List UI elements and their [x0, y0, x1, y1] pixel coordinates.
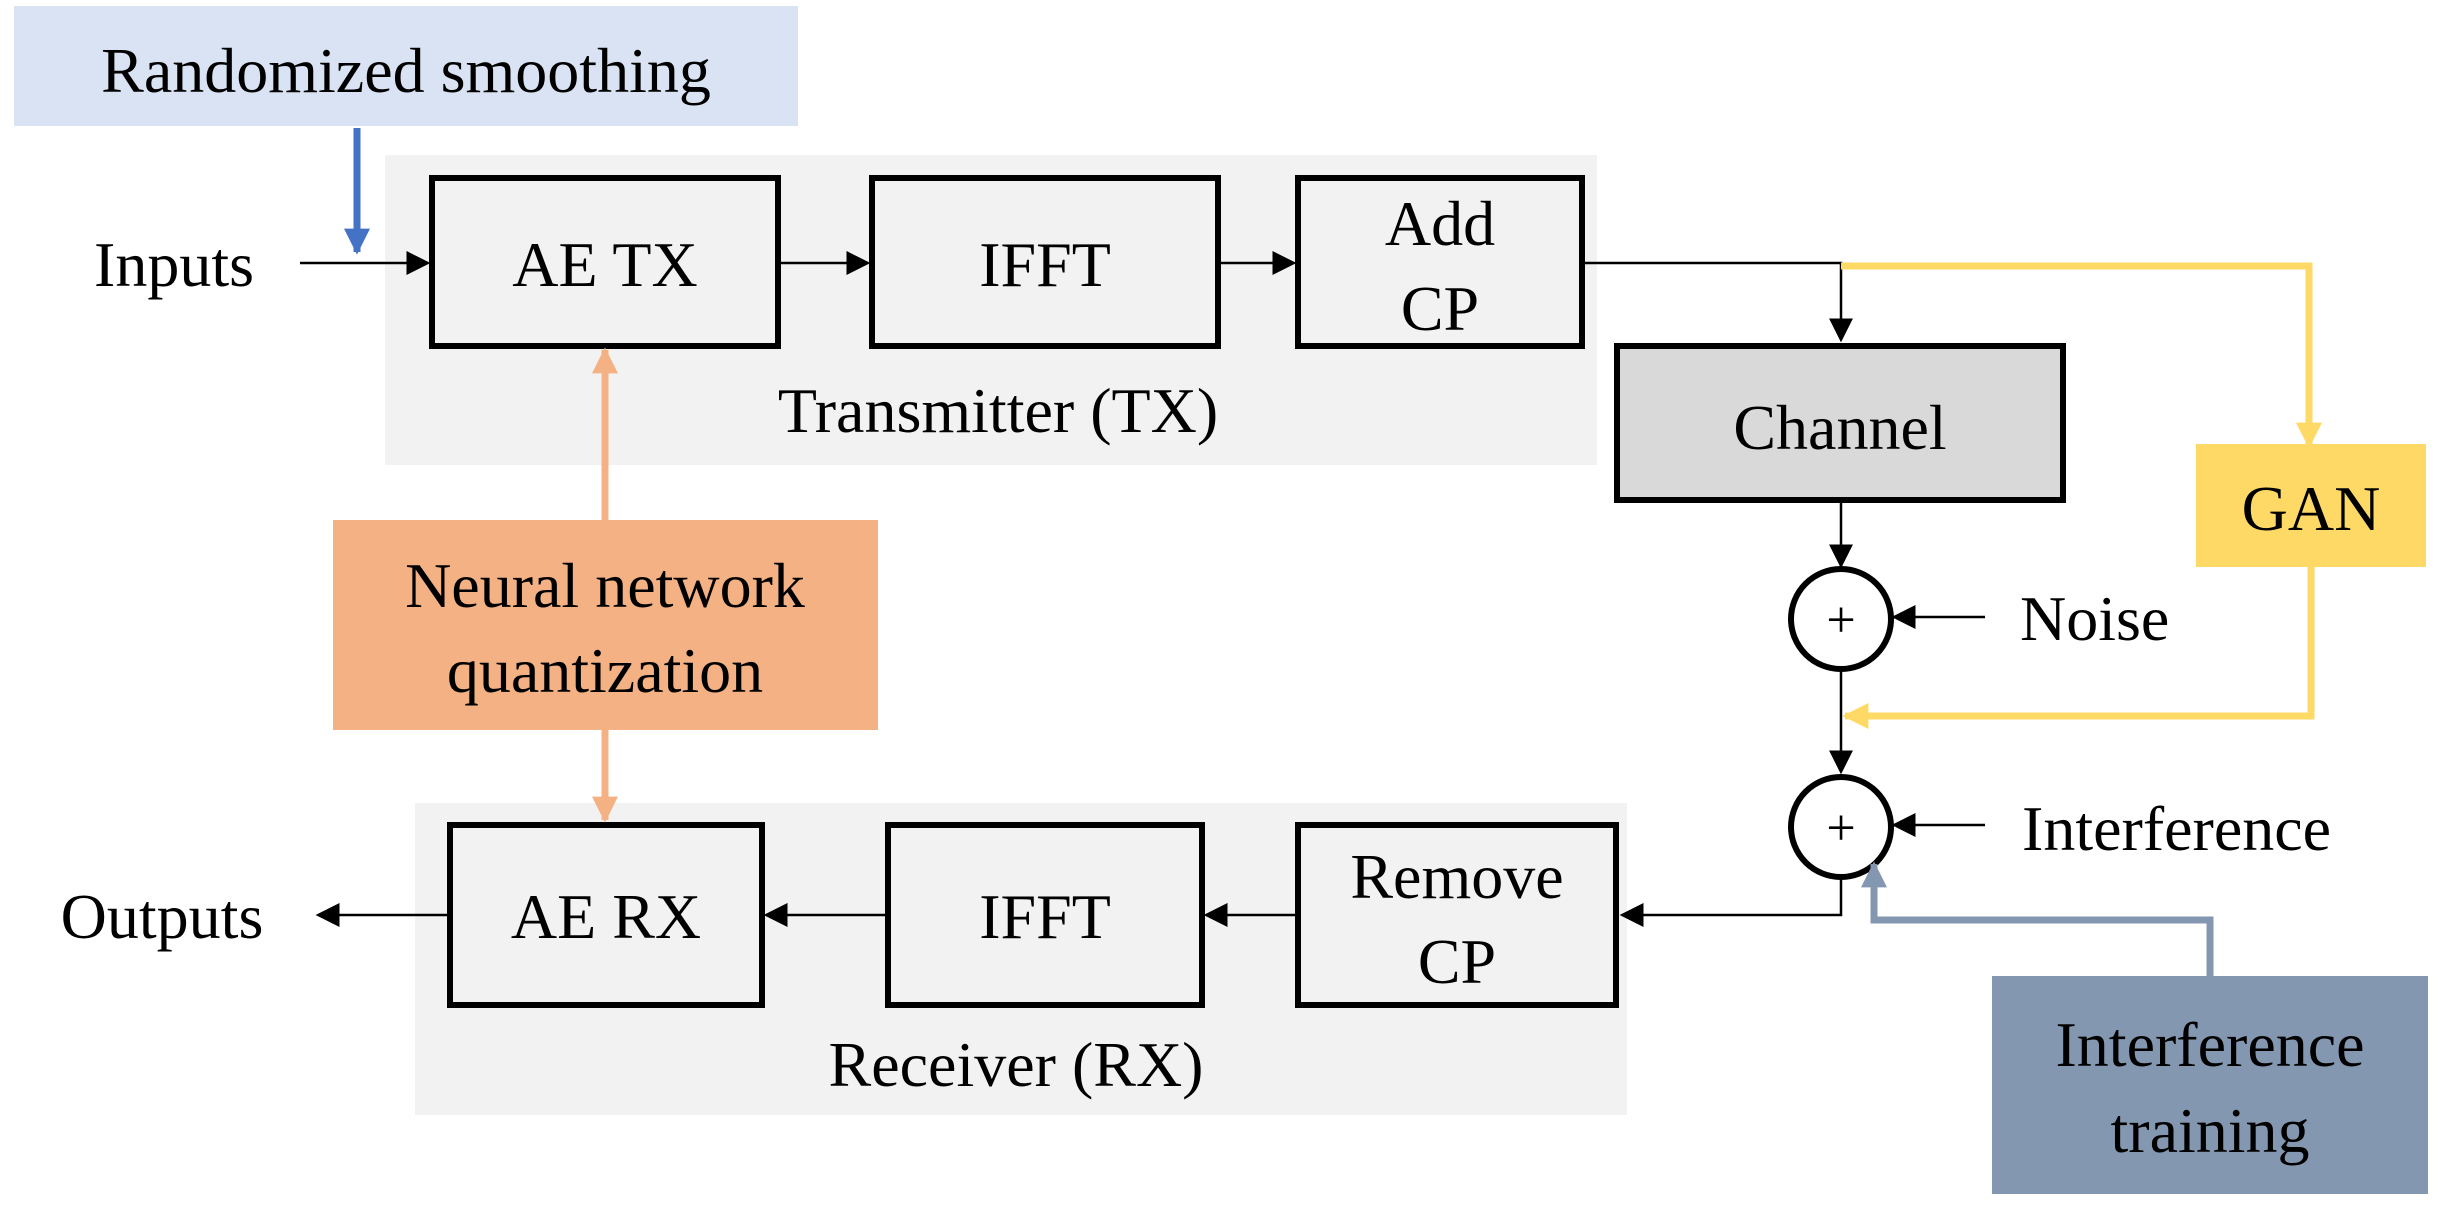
- interference-sum-node: [1788, 774, 1894, 880]
- remove-cp-label-line1: Remove: [1350, 841, 1563, 912]
- channel-to-rx-wire: [1619, 878, 1843, 927]
- noise-label: Noise: [2020, 583, 2169, 654]
- add-cp-block: [1295, 175, 1585, 349]
- quantization-label-line1: Neural network: [405, 550, 805, 621]
- inputs-label: Inputs: [94, 229, 254, 300]
- gan-output-arrow: [1842, 567, 2315, 729]
- tx-ifft-label: IFFT: [979, 229, 1111, 300]
- interference-label: Interference: [2022, 793, 2331, 864]
- add-cp-label-line2: CP: [1401, 273, 1479, 344]
- quantization-box: [333, 520, 878, 730]
- tx-ifft-block: [869, 175, 1221, 349]
- noise-sum-node: [1788, 566, 1894, 672]
- interference-training-arrow: [1861, 861, 2214, 976]
- rx-ifft-label: IFFT: [979, 881, 1111, 952]
- channel-label: Channel: [1733, 392, 1946, 463]
- interference-training-line2: training: [2110, 1095, 2309, 1166]
- remove-cp-label-line2: CP: [1418, 926, 1496, 997]
- interference-sum-plus: +: [1826, 800, 1855, 857]
- quantization-label-line2: quantization: [447, 635, 763, 706]
- tx-to-channel-wire: [1584, 261, 1853, 343]
- gan-box: [2196, 444, 2426, 567]
- randomized-smoothing-box: [14, 6, 798, 126]
- gan-label: GAN: [2242, 473, 2381, 544]
- ae-tx-label: AE TX: [512, 229, 697, 300]
- noise-sum-plus: +: [1826, 592, 1855, 649]
- outputs-label: Outputs: [61, 881, 264, 952]
- ae-tx-block: [429, 175, 781, 349]
- ae-rx-label: AE RX: [511, 881, 701, 952]
- remove-cp-block: [1295, 822, 1619, 1008]
- randomized-smoothing-label: Randomized smoothing: [101, 35, 711, 106]
- channel-block: [1614, 343, 2066, 503]
- receiver-caption: Receiver (RX): [829, 1029, 1204, 1100]
- ae-rx-block: [447, 822, 765, 1008]
- add-cp-label-line1: Add: [1385, 188, 1495, 259]
- interference-training-box: [1992, 976, 2428, 1194]
- transmitter-caption: Transmitter (TX): [778, 375, 1218, 446]
- rx-ifft-block: [885, 822, 1205, 1008]
- interference-training-line1: Interference: [2055, 1009, 2364, 1080]
- gan-input-arrow: [1841, 262, 2322, 449]
